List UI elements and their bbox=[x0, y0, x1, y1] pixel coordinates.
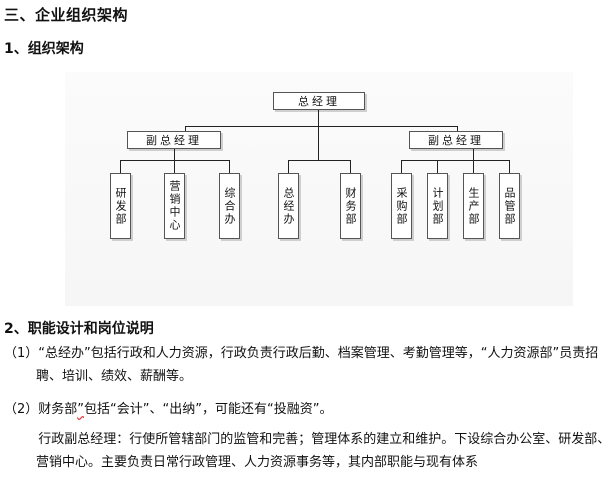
paragraph-2-part-a: （2）财务部 bbox=[4, 402, 78, 417]
connector bbox=[174, 160, 175, 173]
org-node-dept: 营销中心 bbox=[164, 173, 185, 239]
connector bbox=[185, 126, 186, 131]
connector bbox=[185, 126, 457, 127]
connector bbox=[509, 160, 510, 173]
paragraph-1: （1）“总经办”包括行政和人力资源，行政负责行政后勤、档案管理、考勤管理等，“人… bbox=[4, 346, 599, 384]
section-title: 三、企业组织架构 bbox=[4, 6, 129, 24]
connector bbox=[437, 160, 438, 173]
subsection-title-functions: 2、职能设计和岗位说明 bbox=[4, 321, 154, 337]
subsection-title-org: 1、组织架构 bbox=[4, 41, 84, 57]
paragraph-2-part-b: 包括“会计”、“出纳”，可能还有“投融资”。 bbox=[84, 402, 333, 417]
org-node-dept: 品管部 bbox=[499, 173, 520, 239]
connector bbox=[174, 149, 175, 160]
org-node-root: 总经理 bbox=[273, 92, 365, 110]
org-node-vp-left: 副总经理 bbox=[127, 131, 221, 149]
org-node-dept: 生产部 bbox=[463, 173, 484, 239]
org-node-dept: 研发部 bbox=[110, 173, 131, 239]
org-node-vp-right: 副总经理 bbox=[409, 131, 503, 149]
paragraph-3: （3）行政副总经理：行使所管辖部门的监管和完善；管理体系的建立和维护。下设综合办… bbox=[36, 432, 611, 470]
org-node-dept: 总经办 bbox=[278, 173, 299, 239]
connector bbox=[120, 160, 121, 173]
connector bbox=[401, 160, 509, 161]
connector bbox=[229, 160, 230, 173]
connector bbox=[350, 160, 351, 173]
org-node-dept: 综合办 bbox=[219, 173, 240, 239]
org-node-dept: 计划部 bbox=[427, 173, 448, 239]
org-chart: 总经理 副总经理 副总经理 研发部 营销中心 综合办 总经办 财务部 采购部 计… bbox=[65, 72, 573, 306]
connector bbox=[318, 110, 319, 126]
org-node-dept: 财务部 bbox=[340, 173, 361, 239]
connector bbox=[457, 126, 458, 131]
connector bbox=[318, 126, 319, 160]
connector bbox=[288, 160, 350, 161]
spellcheck-squiggle: ” bbox=[77, 402, 85, 417]
connector bbox=[401, 160, 402, 173]
paragraph-2: （2）财务部”包括“会计”、“出纳”，可能还有“投融资”。 bbox=[4, 398, 611, 421]
org-node-dept: 采购部 bbox=[391, 173, 412, 239]
connector bbox=[473, 160, 474, 173]
connector bbox=[473, 149, 474, 160]
connector bbox=[288, 160, 289, 173]
